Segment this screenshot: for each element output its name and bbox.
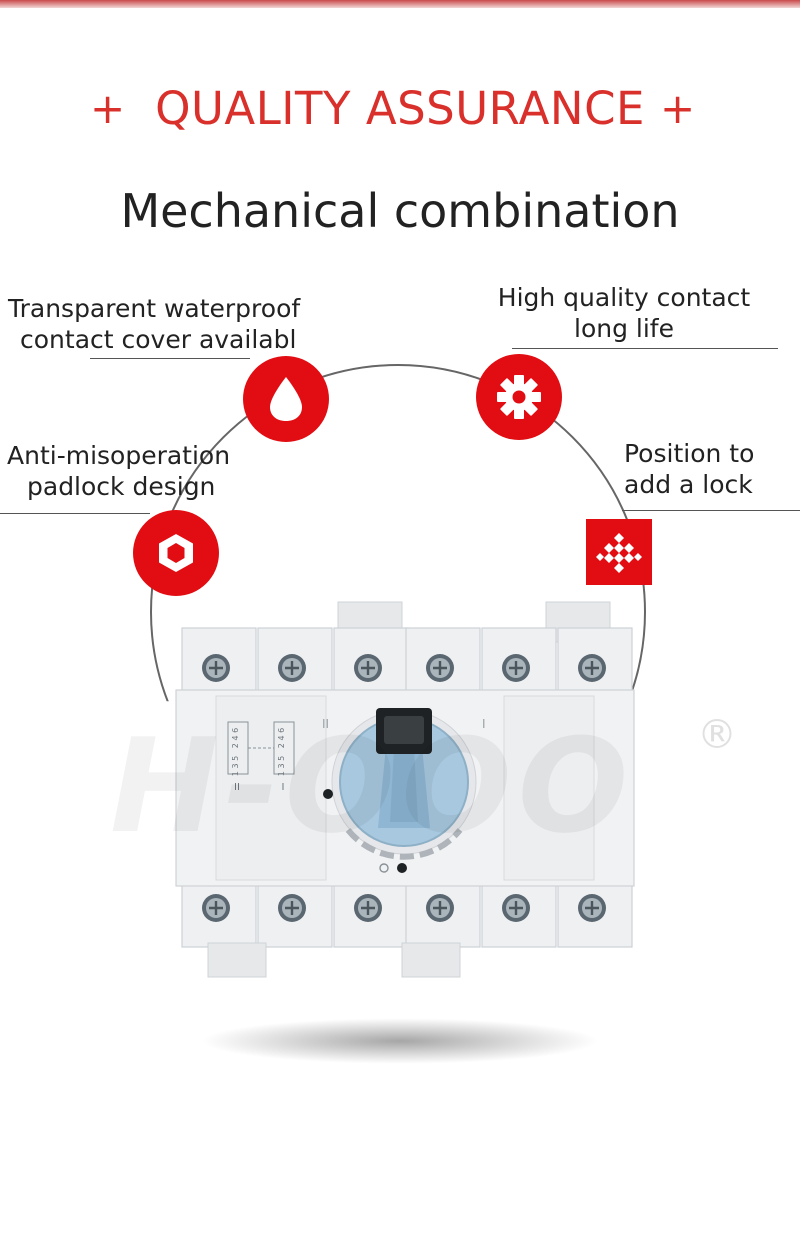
svg-text:2 4 6: 2 4 6 — [277, 728, 286, 748]
gear-icon — [497, 375, 541, 419]
svg-text:2 4 6: 2 4 6 — [231, 728, 240, 748]
product-shadow — [200, 1018, 600, 1064]
top-accent-bar — [0, 0, 800, 8]
svg-text:I: I — [282, 782, 285, 793]
leader-line-lock-position — [622, 510, 800, 511]
hexagon-icon — [159, 534, 193, 572]
diamond-grid-icon — [596, 533, 642, 573]
water-drop-icon — [270, 377, 302, 421]
leader-line-padlock — [0, 513, 150, 514]
plus-decoration-left: + — [90, 84, 126, 133]
gear-badge — [476, 354, 562, 440]
feature-label-padlock: Anti-misoperation padlock design — [7, 441, 231, 501]
registered-mark: ® — [697, 712, 737, 758]
water-drop-badge — [243, 356, 329, 442]
section-heading: QUALITY ASSURANCE — [155, 82, 645, 135]
svg-text:II: II — [234, 782, 240, 793]
brand-watermark: H-OOO — [110, 710, 635, 862]
page-subtitle: Mechanical combination — [120, 184, 680, 238]
changeover-switch-image: 2 4 6 2 4 6 1 3 5 1 3 5 II I II I — [175, 601, 635, 978]
svg-text:1 3 5: 1 3 5 — [277, 756, 286, 776]
leader-line-waterproof — [90, 358, 250, 359]
plus-decoration-right: + — [660, 84, 696, 133]
feature-label-waterproof: Transparent waterproof contact cover ava… — [8, 294, 301, 354]
svg-text:II: II — [322, 717, 329, 731]
feature-label-lock-position: Position to add a lock — [624, 439, 755, 499]
diamond-grid-badge — [586, 519, 652, 585]
svg-text:I: I — [482, 717, 486, 731]
leader-line-contact — [512, 348, 778, 349]
hexagon-badge — [133, 510, 219, 596]
svg-text:1 3 5: 1 3 5 — [231, 756, 240, 776]
feature-label-contact: High quality contact long life — [497, 283, 751, 343]
